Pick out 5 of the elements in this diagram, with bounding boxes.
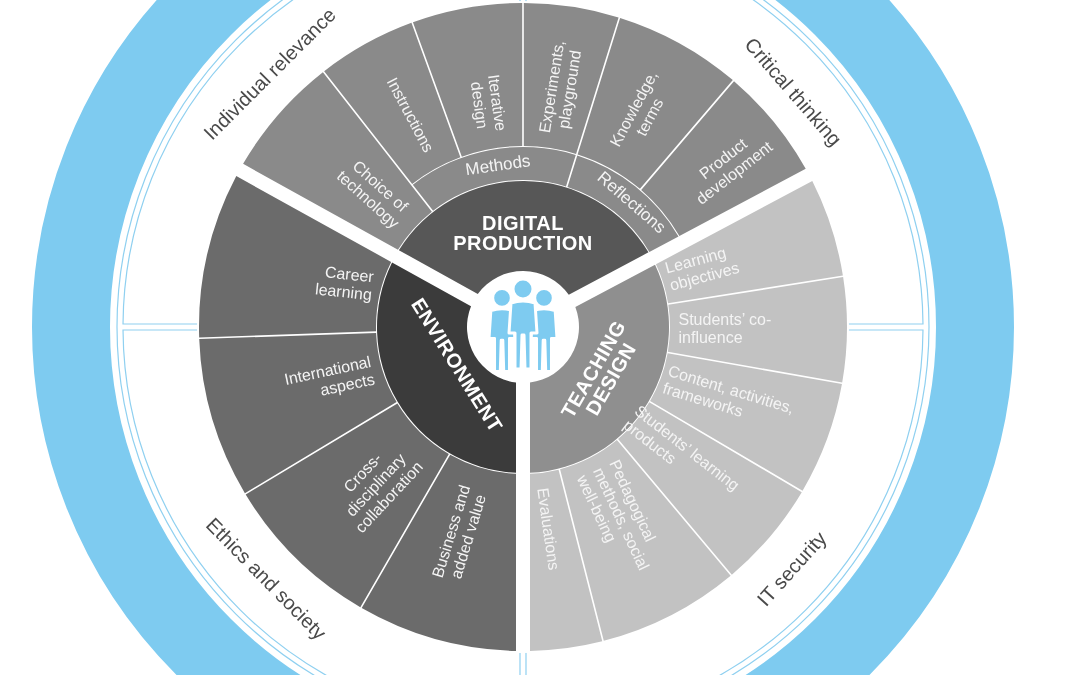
segment-label: Iterative design: [466, 72, 511, 134]
hub-label: DIGITAL PRODUCTION: [452, 213, 594, 253]
segment-label: Methods: [462, 150, 532, 182]
segment-label: Career learning: [313, 262, 375, 304]
segment-label: Experiments, playground: [534, 38, 585, 136]
